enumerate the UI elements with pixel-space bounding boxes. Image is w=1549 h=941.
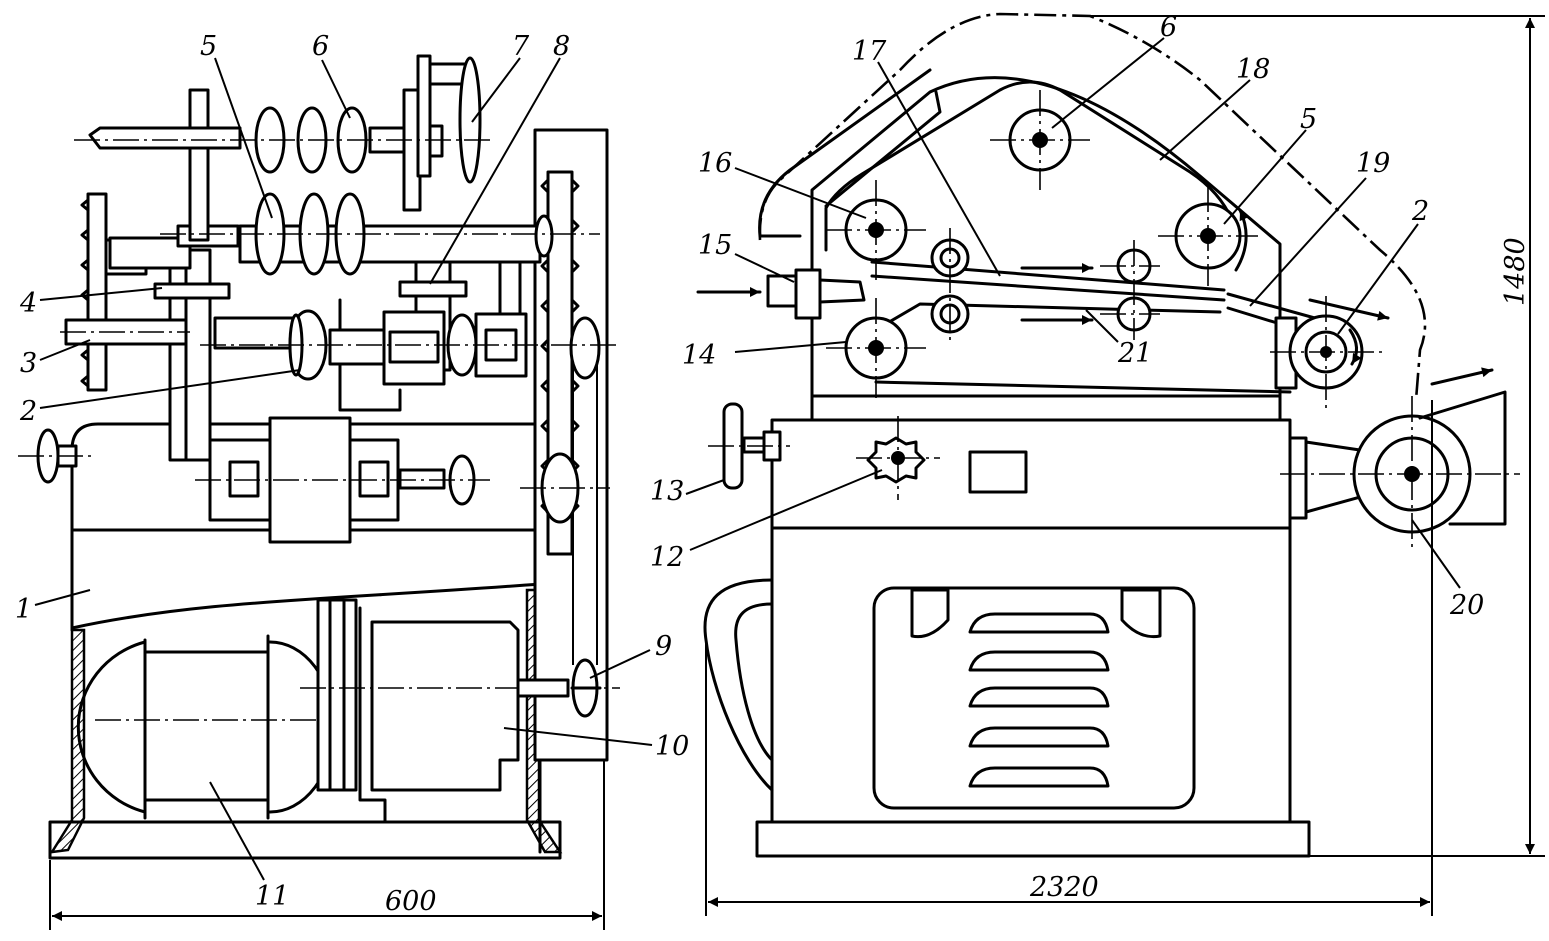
left-base-plate: [48, 820, 562, 860]
label-5-left: 5: [200, 31, 217, 62]
guard-outline: [758, 12, 1427, 401]
label-5-right: 5: [1300, 104, 1317, 135]
roller-2-right: [1270, 296, 1384, 408]
label-18: 18: [1236, 54, 1270, 85]
label-13: 13: [650, 476, 684, 507]
label-16: 16: [698, 148, 732, 179]
gearbox: [300, 598, 620, 824]
label-2-right: 2: [1411, 196, 1429, 227]
dimension-600-text: 600: [385, 886, 437, 917]
label-2-left: 2: [19, 396, 37, 427]
handle-13: [708, 402, 790, 490]
knob-12: [856, 416, 940, 500]
shaft-2: [200, 309, 620, 386]
dimension-1480-text: 1480: [1500, 237, 1531, 306]
label-9: 9: [655, 631, 672, 662]
label-20: 20: [1449, 590, 1484, 621]
vent-panel: [872, 586, 1196, 810]
roller-14: [826, 298, 926, 398]
cabinet-window: [968, 450, 1028, 494]
right-base-plate: [755, 820, 1311, 858]
label-1: 1: [15, 594, 32, 625]
dimension-1480: 1480: [1090, 15, 1545, 857]
label-8: 8: [553, 31, 570, 62]
label-17: 17: [852, 36, 887, 67]
label-10: 10: [655, 731, 689, 762]
flow-arrows: [696, 263, 1494, 386]
column-4: [168, 248, 212, 462]
label-19: 19: [1356, 148, 1390, 179]
label-6-left: 6: [312, 31, 329, 62]
label-12: 12: [650, 542, 684, 573]
sprocket-9: [570, 658, 602, 718]
label-3: 3: [20, 348, 37, 379]
left-view: [18, 54, 620, 860]
vent-slots: [968, 612, 1110, 788]
right-view: [696, 12, 1520, 858]
label-15: 15: [698, 230, 732, 261]
handwheel-left: [18, 428, 92, 484]
shaft-5: [108, 88, 600, 276]
right-labels: 6 17 18 5 19 2 16 15 14 21 13 12 20: [650, 12, 1484, 621]
label-6-right: 6: [1160, 12, 1177, 43]
left-leaders: [34, 57, 653, 881]
roller-6: [990, 90, 1090, 190]
arm-20: [1280, 390, 1520, 552]
label-14: 14: [682, 340, 716, 371]
left-wall-hatch: [49, 628, 86, 854]
label-21: 21: [1117, 338, 1152, 369]
label-7: 7: [512, 31, 530, 62]
label-11: 11: [255, 881, 289, 912]
dimension-2320: 2320: [705, 400, 1433, 916]
roller-5: [1158, 186, 1258, 286]
cabinet-handle: [703, 578, 774, 792]
label-4: 4: [19, 288, 37, 319]
motor: [76, 634, 336, 820]
right-leaders: [685, 37, 1461, 589]
shaft-6: [74, 54, 492, 212]
rollers-21: [930, 228, 1160, 340]
strip-upper: [870, 260, 1226, 292]
cabinet: [770, 418, 1292, 824]
roller-16: [826, 180, 926, 280]
dimension-2320-text: 2320: [1029, 872, 1099, 903]
lower-shaft: [195, 416, 490, 544]
left-labels: 5 6 7 8 4 3 2 1 9 10 11: [15, 31, 689, 912]
dimension-600: 600: [49, 760, 605, 930]
